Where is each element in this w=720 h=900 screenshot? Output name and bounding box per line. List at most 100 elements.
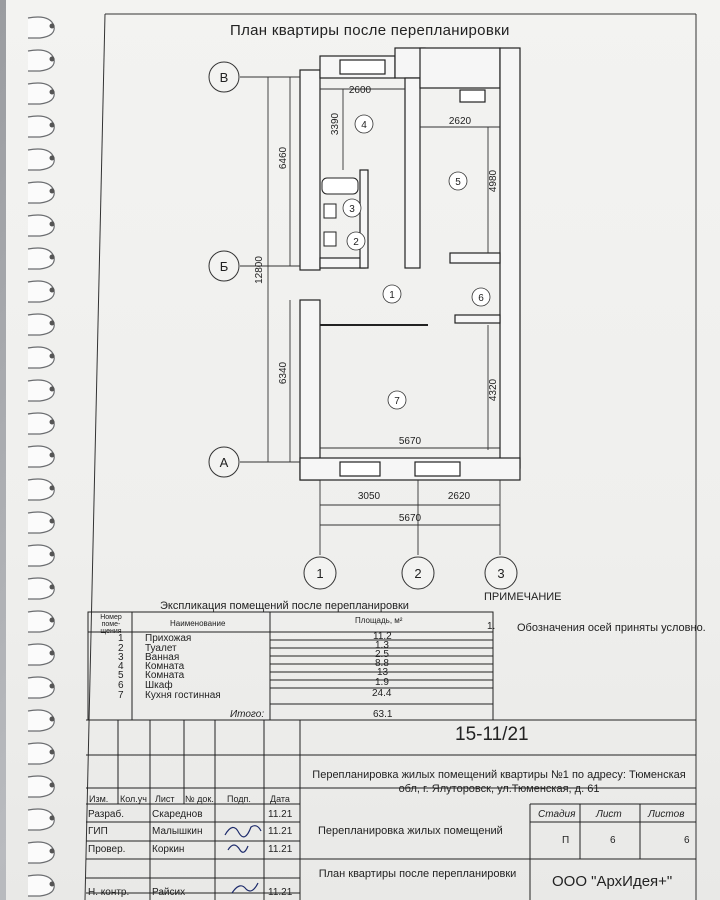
binding-hole <box>49 815 55 821</box>
dim-room4-width: 2600 <box>349 85 372 96</box>
paper-sheet <box>6 0 720 900</box>
window-left <box>339 461 381 477</box>
axis-label-v: В <box>220 70 229 85</box>
signer-role: Н. контр. <box>88 887 130 898</box>
explication-row-name: Ванная <box>145 652 180 663</box>
bathtub-icon <box>321 177 359 195</box>
explication-header-area: Площадь, м² <box>355 616 403 625</box>
explication-total-value: 63.1 <box>373 709 393 720</box>
axis-marker-v <box>208 61 240 93</box>
spiral-binding <box>27 16 55 897</box>
window-right <box>414 461 461 477</box>
binding-hole <box>49 683 55 689</box>
explication-row-name: Туалет <box>145 643 177 654</box>
room-marker-3 <box>342 198 362 218</box>
binding-hole <box>49 122 55 128</box>
explication-row-num: 3 <box>118 652 124 663</box>
binding-hole <box>49 881 55 887</box>
signer-date: 11.21 <box>268 809 293 820</box>
dim-bottom-total: 5670 <box>399 513 422 524</box>
signer-role: Провер. <box>88 844 126 855</box>
dim-room5-height: 4980 <box>488 169 499 192</box>
binding-hole <box>49 848 55 854</box>
room-marker-5 <box>448 171 468 191</box>
explication-row-name: Шкаф <box>145 680 173 691</box>
explication-header-num: Номер поме- щения <box>100 614 122 635</box>
explication-row-num: 7 <box>118 690 124 701</box>
note-number: 1. <box>487 621 496 632</box>
doc-code: 15-11/21 <box>455 724 529 745</box>
col-header-sign: Подп. <box>227 794 251 804</box>
binding-hole <box>49 353 55 359</box>
explication-row-area: 11.2 <box>373 631 392 642</box>
signature-icon-gip <box>224 825 262 838</box>
explication-row-name: Прихожая <box>145 633 192 644</box>
work-name: Перепланировка жилых помещений <box>318 825 503 837</box>
binding-hole <box>49 386 55 392</box>
floor-plan <box>299 47 521 481</box>
wall-closet <box>454 314 501 324</box>
col-header-izm: Изм. <box>89 794 109 804</box>
axis-label-a: А <box>220 455 229 470</box>
sheet-label: Лист <box>596 809 622 820</box>
axis-marker-1 <box>303 556 337 590</box>
signer-date: 11.21 <box>268 887 293 898</box>
dim-lower-total: 6340 <box>278 361 289 384</box>
explication-row-area: 8.8 <box>375 658 389 669</box>
binding-hole <box>49 23 55 29</box>
binding-hole <box>49 584 55 590</box>
axis-marker-2 <box>401 556 435 590</box>
explication-header-name: Наименование <box>170 619 226 628</box>
room-marker-2 <box>346 231 366 251</box>
axis-marker-b <box>208 250 240 282</box>
explication-row-area: 1.9 <box>375 677 389 688</box>
axis-label-b: Б <box>220 259 229 274</box>
room-number-7: 7 <box>394 396 400 407</box>
col-header-doc: № док. <box>185 794 214 804</box>
window-top-right <box>459 89 486 103</box>
dim-upper-total: 6460 <box>278 146 289 169</box>
room-number-6: 6 <box>478 293 484 304</box>
binding-hole <box>49 782 55 788</box>
dim-room7-height: 4320 <box>488 378 499 401</box>
wall-room5-bottom <box>449 252 501 264</box>
binding-hole <box>49 452 55 458</box>
signer-role: Разраб. <box>88 809 125 820</box>
explication-title: Экспликация помещений после перепланиров… <box>160 600 409 612</box>
room-marker-4 <box>354 114 374 134</box>
col-header-date: Дата <box>270 794 290 804</box>
signer-date: 11.21 <box>268 844 293 855</box>
binding-hole <box>49 155 55 161</box>
axis-marker-a <box>208 446 240 478</box>
axis-marker-3 <box>484 556 518 590</box>
dim-overall-height: 12800 <box>254 256 265 284</box>
axis-label-3: 3 <box>497 566 504 581</box>
room-number-3: 3 <box>349 204 355 215</box>
explication-row-area: 1.3 <box>375 640 389 651</box>
room-marker-6 <box>471 287 491 307</box>
explication-row-num: 5 <box>118 670 124 681</box>
signer-name: Коркин <box>152 844 185 855</box>
binding-hole <box>49 485 55 491</box>
sheets-label: Листов <box>648 809 685 820</box>
room-number-1: 1 <box>389 290 395 301</box>
window-top-left <box>339 59 386 75</box>
room-number-5: 5 <box>455 177 461 188</box>
explication-row-area: 24.4 <box>372 688 392 699</box>
explication-row-num: 4 <box>118 661 124 672</box>
stage-value: П <box>562 835 570 846</box>
dim-room4-height: 3390 <box>330 112 341 135</box>
binding-hole <box>49 551 55 557</box>
signer-date: 11.21 <box>268 826 293 837</box>
room-marker-7 <box>387 390 407 410</box>
binding-hole <box>49 749 55 755</box>
sink-icon <box>323 203 337 219</box>
binding-hole <box>49 419 55 425</box>
binding-hole <box>49 254 55 260</box>
signature-icon-norm <box>231 882 259 894</box>
wall-partition-4-5 <box>404 77 421 269</box>
company-name: ООО "АрхИдея+" <box>552 873 673 890</box>
drawing-title: План квартиры после перепланировки <box>230 22 510 39</box>
